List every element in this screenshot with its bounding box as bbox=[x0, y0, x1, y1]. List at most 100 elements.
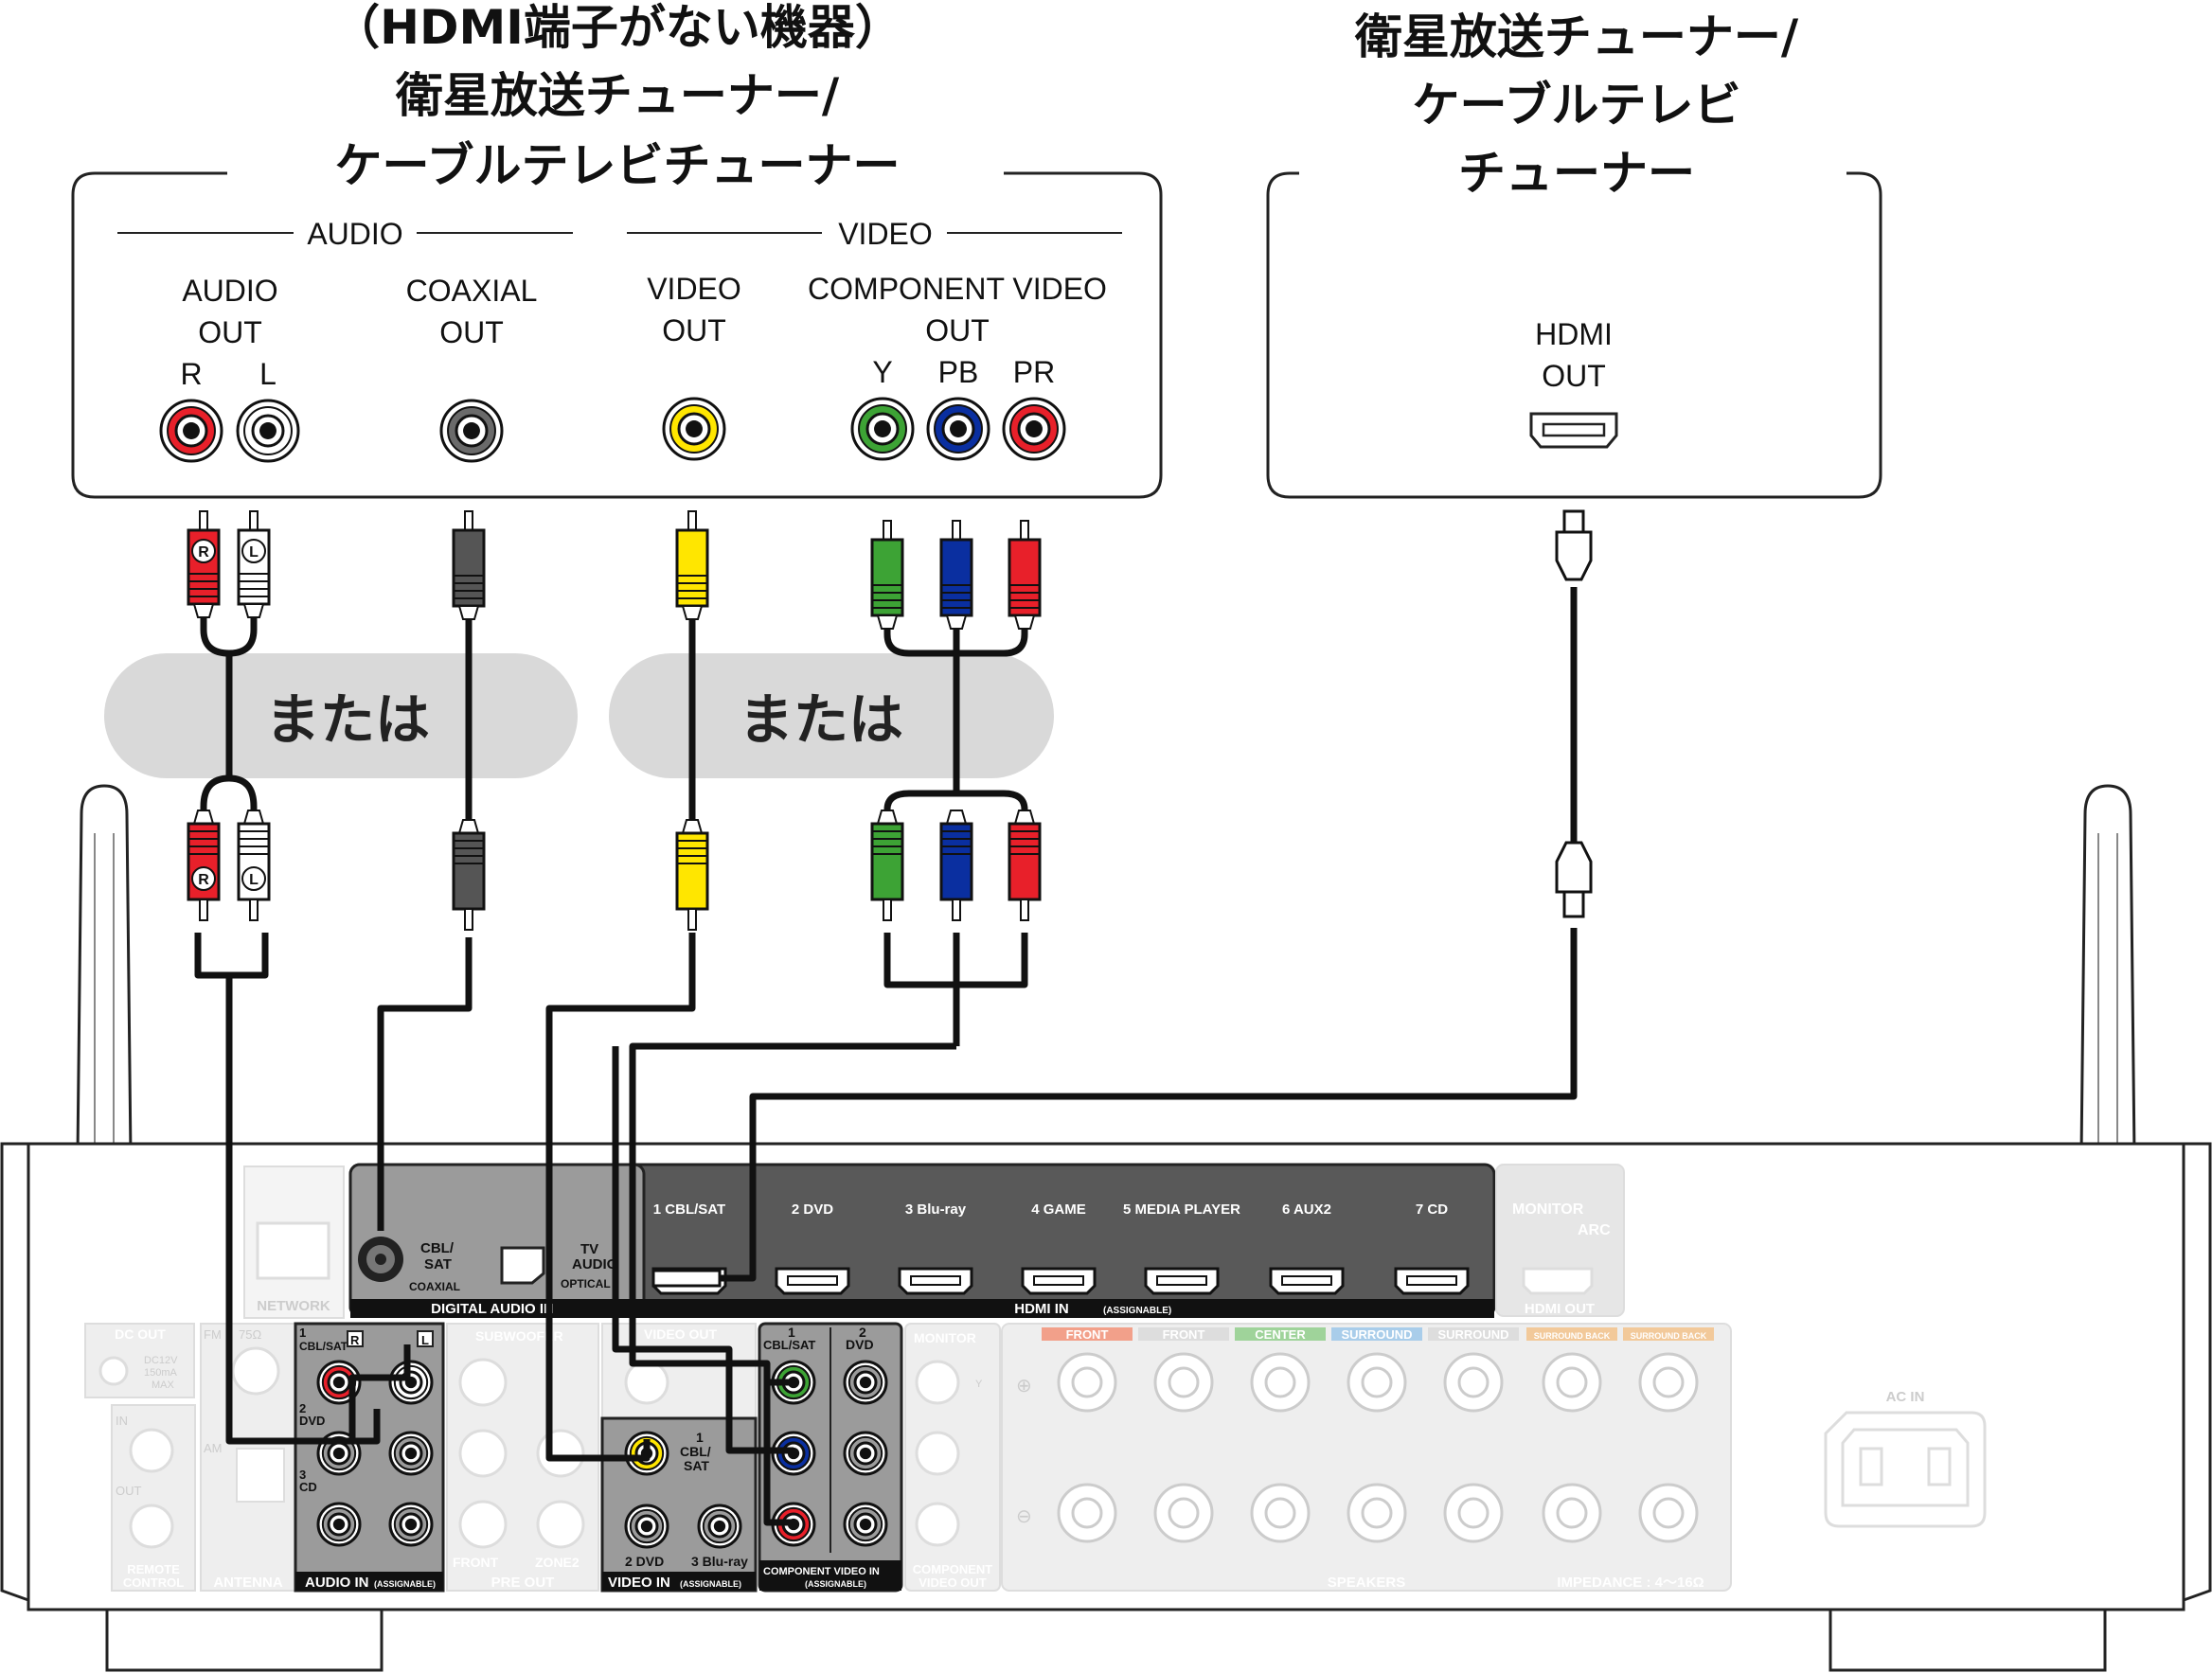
video-in-3-label: 3 Blu-ray bbox=[691, 1554, 748, 1569]
audio-out-label: AUDIO bbox=[182, 274, 277, 308]
audio-in-1-l bbox=[388, 1360, 434, 1405]
video-plug-top bbox=[675, 510, 709, 620]
left-title-line2: 衛星放送チューナー/ bbox=[395, 68, 840, 123]
comp-out-label-2: VIDEO OUT bbox=[919, 1575, 987, 1590]
audio-in-row3-num: 3 bbox=[299, 1468, 306, 1482]
comp-in-1-num: 1 bbox=[788, 1325, 795, 1340]
speaker-group-bar bbox=[1428, 1327, 1519, 1341]
component-in-2-pb bbox=[843, 1431, 888, 1476]
audio-plug-l-bottom: L bbox=[237, 810, 271, 921]
speaker-group-label: SURROUND BACK bbox=[1631, 1331, 1707, 1341]
dc-spec-2: 150mA bbox=[144, 1367, 178, 1379]
antenna-label: ANTENNA bbox=[213, 1575, 282, 1591]
audio-in-2-l bbox=[388, 1431, 434, 1476]
video-in-assignable: (ASSIGNABLE) bbox=[680, 1579, 741, 1589]
remote-section: IN OUT REMOTE CONTROL bbox=[111, 1404, 196, 1592]
hdmi-in-port bbox=[898, 1267, 973, 1295]
audio-out-label-2: OUT bbox=[198, 315, 262, 349]
tv-audio-label-2: AUDIO bbox=[572, 1256, 618, 1273]
speaker-terminal-inner bbox=[1457, 1366, 1490, 1398]
network-section: NETWORK bbox=[243, 1166, 345, 1319]
pb-label: PB bbox=[938, 355, 979, 389]
right-title-line2: ケーブルテレビ bbox=[1413, 78, 1741, 133]
video-in-1-label-2: SAT bbox=[684, 1458, 709, 1473]
audio-group-label: AUDIO bbox=[307, 217, 402, 251]
speaker-group-bar bbox=[1042, 1327, 1133, 1341]
speaker-terminal-inner bbox=[1264, 1366, 1296, 1398]
hdmi-in-port-label: 3 Blu-ray bbox=[905, 1201, 967, 1218]
coaxial-out-label-2: OUT bbox=[439, 315, 504, 349]
pre-out-front: FRONT bbox=[453, 1555, 499, 1570]
component-y-plug-top bbox=[870, 520, 904, 630]
audio-plug-r-top: R bbox=[187, 510, 221, 618]
ac-in-label: AC IN bbox=[1886, 1389, 1925, 1405]
audio-cable-route-l bbox=[348, 1344, 411, 1441]
component-cable-join bbox=[883, 933, 1028, 1046]
hdmi-in-port bbox=[1269, 1267, 1345, 1295]
audio-in-3-l bbox=[388, 1502, 434, 1547]
audio-out-r-jack bbox=[159, 399, 223, 463]
speaker-terminal-inner bbox=[1457, 1497, 1490, 1529]
receiver-rear-panel: NETWORK CBL/ SAT COAXIAL TV AUDIO OPTICA… bbox=[0, 784, 2212, 1672]
hdmi-out-label-2: OUT bbox=[1542, 359, 1606, 393]
video-in-1-label: CBL/ bbox=[680, 1444, 711, 1459]
hdmi-in-label: HDMI IN bbox=[1014, 1301, 1069, 1317]
video-in-2-label: 2 DVD bbox=[625, 1554, 664, 1569]
speaker-group-bar bbox=[1235, 1327, 1326, 1341]
component-out-section: MONITOR Y COMPONENT VIDEO OUT bbox=[904, 1323, 1001, 1592]
hdmi-plug-bottom bbox=[1555, 841, 1593, 918]
or-bubble-audio: または bbox=[104, 653, 578, 778]
component-cable-route-pb bbox=[612, 1046, 794, 1454]
hdmi-in-port-label: 7 CD bbox=[1416, 1201, 1448, 1218]
audio-cable-bottom-join bbox=[194, 933, 269, 979]
dc-out-section: DC OUT DC12V 150mA MAX bbox=[84, 1323, 195, 1398]
component-in-section: 1 CBL/SAT 2 DVD COMPONENT VIDEO IN (ASSI… bbox=[758, 1322, 903, 1593]
speaker-terminal-inner bbox=[1652, 1366, 1685, 1398]
left-device-title: （HDMI端子がない機器） 衛星放送チューナー/ ケーブルテレビチューナー bbox=[332, 0, 902, 193]
component-pr-jack bbox=[1002, 397, 1066, 461]
speaker-terminal-inner bbox=[1071, 1366, 1103, 1398]
monitor-label: MONITOR bbox=[1512, 1201, 1584, 1218]
plug-letter: L bbox=[249, 872, 259, 888]
speaker-group-label: FRONT bbox=[1066, 1327, 1109, 1342]
speaker-terminal-inner bbox=[1264, 1497, 1296, 1529]
optical-port bbox=[500, 1246, 545, 1285]
video-in-section: 1 CBL/ SAT 2 DVD 3 Blu-ray VIDEO IN (ASS… bbox=[600, 1416, 758, 1593]
hdmi-in-port-inner bbox=[787, 1275, 838, 1286]
coax-plug-bottom bbox=[452, 819, 486, 931]
l-label: L bbox=[259, 357, 276, 391]
pr-label: PR bbox=[1013, 355, 1055, 389]
remote-in-label: IN bbox=[116, 1414, 128, 1428]
component-cable-route-pr bbox=[629, 1042, 956, 1526]
speakers-label: SPEAKERS bbox=[1328, 1575, 1406, 1591]
speaker-terminal-inner bbox=[1556, 1497, 1588, 1529]
plug-letter: R bbox=[198, 872, 209, 888]
remote-label: REMOTE bbox=[127, 1562, 180, 1576]
video-in-3-jack bbox=[697, 1504, 742, 1549]
speaker-terminal-inner bbox=[1361, 1497, 1393, 1529]
pre-out-label: PRE OUT bbox=[491, 1575, 555, 1591]
left-title-line1: （HDMI端子がない機器） bbox=[332, 0, 902, 55]
hdmi-in-port bbox=[1021, 1267, 1097, 1295]
cbl-sat-coax-label: CBL/ bbox=[420, 1240, 455, 1256]
speaker-group-label: CENTER bbox=[1255, 1327, 1306, 1342]
y-label: Y bbox=[872, 355, 892, 389]
comp-in-2-label: DVD bbox=[846, 1337, 874, 1352]
coax-cable-route bbox=[377, 937, 473, 1231]
component-out-label: COMPONENT VIDEO bbox=[808, 272, 1107, 306]
right-title-line3: チューナー bbox=[1458, 146, 1695, 201]
ac-in-section: AC IN bbox=[1824, 1389, 1987, 1528]
speaker-terminal-inner bbox=[1168, 1366, 1200, 1398]
left-title-line3: ケーブルテレビチューナー bbox=[335, 138, 901, 193]
video-out-label: VIDEO bbox=[647, 272, 741, 306]
speaker-group-bar bbox=[1526, 1327, 1617, 1341]
audio-in-assignable: (ASSIGNABLE) bbox=[374, 1579, 436, 1589]
audio-in-l-tag: L bbox=[421, 1333, 429, 1347]
hdmi-out-section: MONITOR ARC HDMI OUT bbox=[1495, 1164, 1625, 1317]
audio-in-label: AUDIO IN bbox=[305, 1575, 369, 1591]
comp-out-monitor: MONITOR bbox=[914, 1330, 976, 1345]
right-device-box: HDMI OUT bbox=[1266, 171, 1882, 499]
speaker-terminal-inner bbox=[1556, 1366, 1588, 1398]
hdmi-out-port bbox=[1529, 412, 1618, 449]
